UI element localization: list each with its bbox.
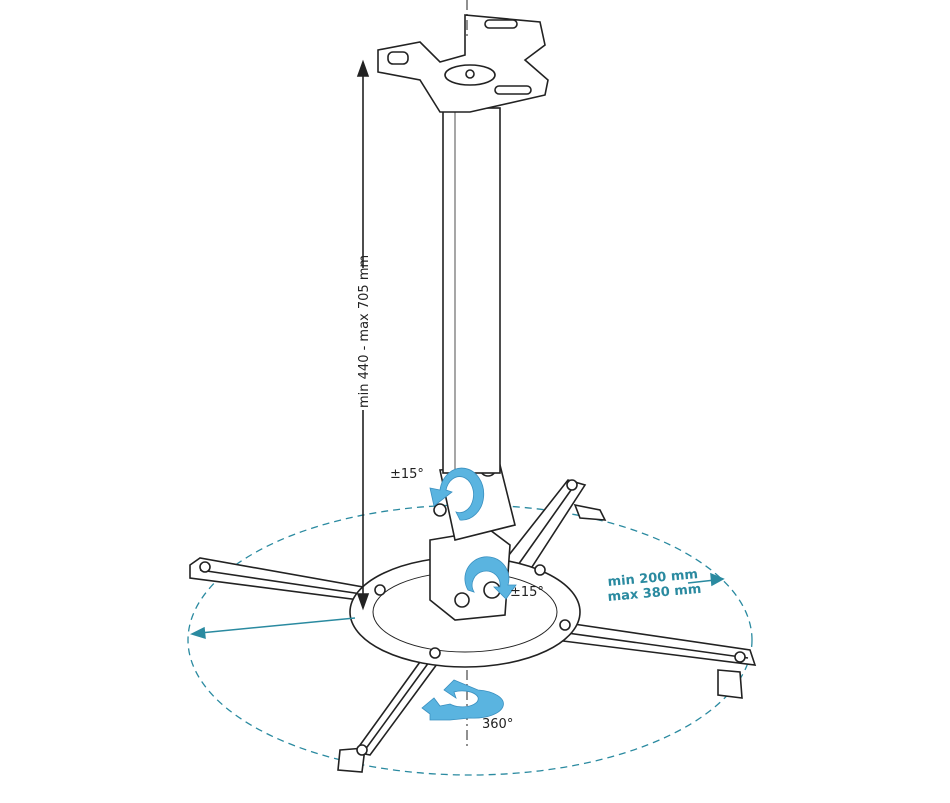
tilt-arrow-lower-icon	[464, 556, 517, 600]
arm-left	[189, 557, 382, 603]
tilt-lower-label: ±15°	[510, 585, 544, 600]
telescopic-pole	[442, 107, 501, 474]
arm-right	[553, 621, 757, 699]
height-dimension-line	[356, 59, 370, 611]
ceiling-bracket	[377, 14, 549, 113]
arm-front	[337, 654, 442, 773]
tilt-arrow-upper-icon	[429, 467, 485, 521]
arm-dimension-arrow-right	[687, 572, 725, 587]
tilt-upper-label: ±15°	[390, 467, 424, 482]
rotation-360-arrow-icon	[421, 679, 504, 721]
height-range-label: min 440 - max 705 mm	[357, 255, 372, 408]
rotation-label: 360°	[482, 717, 513, 732]
arm-back-right	[503, 479, 607, 571]
arm-dimension-arrow-left	[189, 617, 356, 640]
